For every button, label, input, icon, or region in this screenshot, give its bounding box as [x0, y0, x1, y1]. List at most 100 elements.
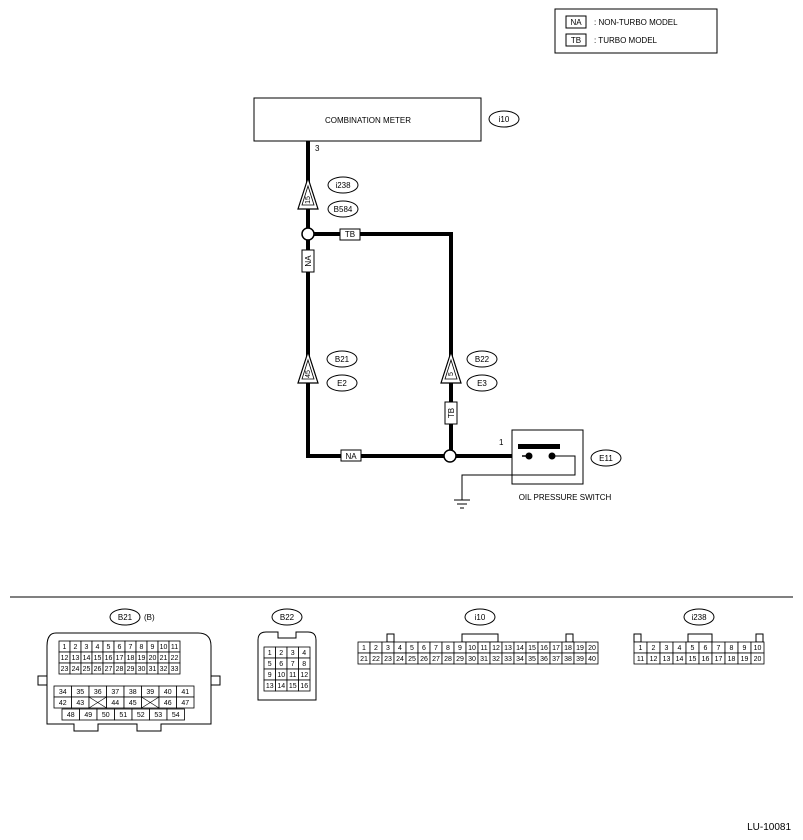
legend: NA : NON-TURBO MODEL TB : TURBO MODEL — [554, 8, 718, 54]
pin-number: 4 — [96, 644, 100, 651]
wire-tag-tb-horizontal: TB — [339, 228, 361, 241]
connector-ref-b21: B21 — [335, 355, 350, 364]
pin-number: 2 — [652, 645, 656, 652]
pin-number: 13 — [504, 645, 512, 652]
pin-number: 5 — [107, 644, 111, 651]
pin-number: 18 — [728, 656, 736, 663]
pin-number: 30 — [138, 666, 146, 673]
pin-number: 10 — [754, 645, 762, 652]
pin-number: 14 — [516, 645, 524, 652]
pin-number: 52 — [137, 712, 145, 719]
pin-number: 7 — [434, 645, 438, 652]
pin-number: 12 — [492, 645, 500, 652]
pin-number: 19 — [576, 645, 584, 652]
pin-number: 1 — [639, 645, 643, 652]
pin-number: 36 — [540, 656, 548, 663]
pin-number: 35 — [76, 689, 84, 696]
pin-number: 6 — [118, 644, 122, 651]
pin-number: 23 — [384, 656, 392, 663]
pin-number: 9 — [268, 672, 272, 679]
blank-pin-mark — [141, 696, 160, 709]
pin-number: 50 — [102, 712, 110, 719]
pin-number: 2 — [279, 650, 283, 657]
pin-number: 20 — [754, 656, 762, 663]
pin-number: 37 — [552, 656, 560, 663]
pin-number: 39 — [146, 689, 154, 696]
pin-number: 38 — [564, 656, 572, 663]
svg-text:TB: TB — [345, 230, 355, 239]
pin-number: 3 — [386, 645, 390, 652]
connector-ref-e3: E3 — [477, 379, 487, 388]
wire-tag-tb-vertical: TB — [444, 401, 458, 425]
pin-number: 6 — [279, 661, 283, 668]
pin-cell — [166, 708, 185, 721]
pin-number: 29 — [456, 656, 464, 663]
pin-number: 20 — [588, 645, 596, 652]
wire-tag-na-bottom: NA — [340, 449, 362, 462]
legend-tb-code: TB — [571, 36, 581, 45]
oil-pressure-switch: OIL PRESSURE SWITCH E11 1 — [454, 429, 622, 509]
pin-number: 8 — [302, 661, 306, 668]
pin-number: 9 — [151, 644, 155, 651]
pin-number: 34 — [516, 656, 524, 663]
svg-text:TB: TB — [447, 408, 456, 418]
pin-number: 5 — [268, 661, 272, 668]
pin-number: 25 — [408, 656, 416, 663]
figure-code: LU-10081 — [747, 822, 791, 833]
pin-number: 1 — [362, 645, 366, 652]
pin-number: 30 — [468, 656, 476, 663]
pin-number: 47 — [181, 700, 189, 707]
pin-number: 12 — [300, 672, 308, 679]
pin-number: 6 — [422, 645, 426, 652]
pin-number: 13 — [663, 656, 671, 663]
meter-label: COMBINATION METER — [325, 116, 411, 125]
pin-number: 8 — [140, 644, 144, 651]
pin-number: 1 — [268, 650, 272, 657]
pin-number: 11 — [289, 672, 296, 679]
pin-number: 8 — [730, 645, 734, 652]
pin-number: 4 — [302, 650, 306, 657]
pin-number: 16 — [540, 645, 548, 652]
pin-number: 2 — [74, 644, 78, 651]
pin-number: 2 — [374, 645, 378, 652]
pin-cell — [168, 662, 181, 675]
pin-number: 10 — [277, 672, 285, 679]
pin-number: 3 — [291, 650, 295, 657]
pin-number: 4 — [678, 645, 682, 652]
pin-number: 46 — [164, 700, 172, 707]
pin-number: 3 — [665, 645, 669, 652]
pin-number: 20 — [149, 655, 157, 662]
face-b21-suffix: (B) — [144, 613, 155, 622]
face-b21-name: B21 — [118, 613, 133, 622]
pin-number: 7 — [291, 661, 295, 668]
pin-number: 24 — [396, 656, 404, 663]
pin-number: 11 — [171, 644, 178, 651]
pin-number: 9 — [458, 645, 462, 652]
pin-number: 14 — [83, 655, 91, 662]
pin-number: 10 — [468, 645, 476, 652]
pin-number: 33 — [504, 656, 512, 663]
legend-na-text: : NON-TURBO MODEL — [594, 18, 678, 27]
pin-number: 32 — [492, 656, 500, 663]
pin-number: 24 — [72, 666, 80, 673]
pin-number: 39 — [576, 656, 584, 663]
meter-ref: i10 — [499, 115, 510, 124]
wire-tag-na-vertical: NA — [301, 249, 315, 273]
pin-number: 48 — [67, 712, 75, 719]
pin-number: 16 — [105, 655, 113, 662]
connector-ref-i238: i238 — [335, 181, 351, 190]
svg-text:NA: NA — [345, 452, 357, 461]
pin-cell — [298, 679, 311, 692]
switch-pin: 1 — [499, 438, 504, 447]
inline-connector-b22-e3: 5 B22 E3 — [440, 350, 498, 392]
pin-number: 11 — [637, 656, 644, 663]
pin-number: 5 — [691, 645, 695, 652]
pin-number: 54 — [172, 712, 180, 719]
pin-number: 8 — [446, 645, 450, 652]
pin-number: 16 — [702, 656, 710, 663]
pin-number: 35 — [528, 656, 536, 663]
pin-number: 27 — [105, 666, 113, 673]
